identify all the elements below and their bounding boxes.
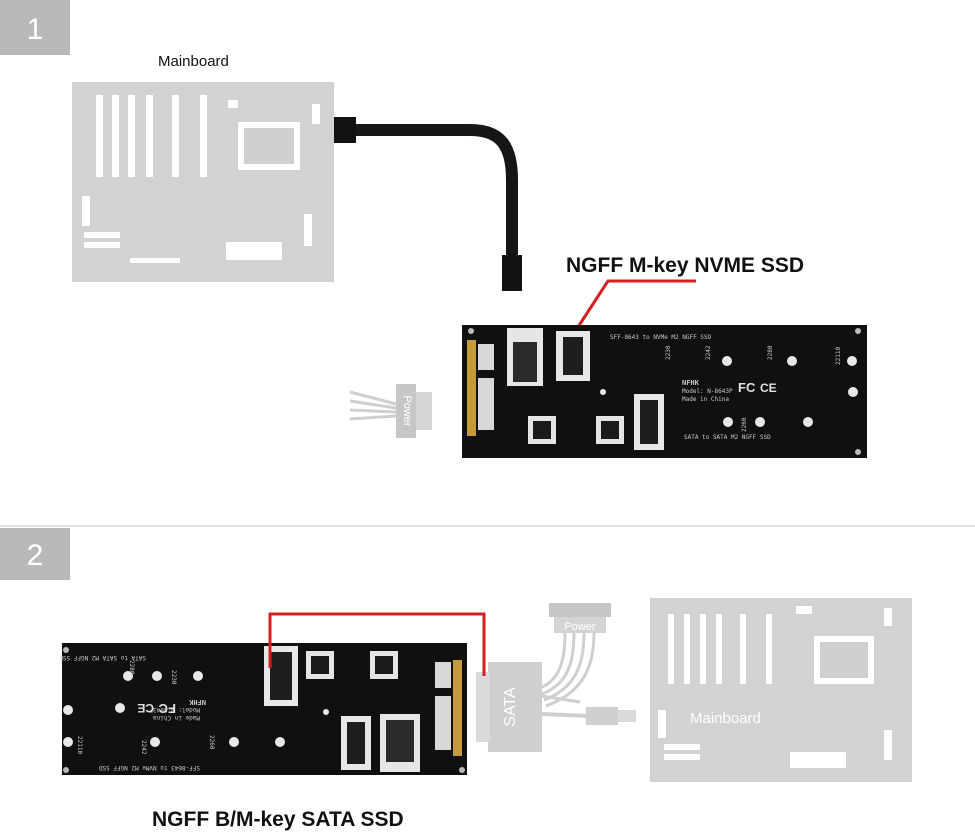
step-2-adapter-board: SATA to SATA M2 NGFF SSD SFF-8643 to NVM… xyxy=(59,643,467,775)
step-1-adapter-board: SFF-8643 to NVMe M2 NGFF SSD SATA to SAT… xyxy=(462,325,867,458)
step-2-number: 2 xyxy=(27,539,44,572)
step-1-sff-cable xyxy=(334,117,522,291)
step-1-board-made-in: Made in China xyxy=(682,396,729,403)
step-1-board-brand: NFHK xyxy=(682,379,700,387)
step-1-number: 1 xyxy=(27,13,44,46)
step-2-mainboard-label: Mainboard xyxy=(690,710,761,727)
step-1-size-22110: 22110 xyxy=(835,347,842,365)
step-2-board-model: Model: N-8643P xyxy=(149,706,200,713)
step-2-sata-connector: SATA xyxy=(476,662,636,752)
step-1-size-2242: 2242 xyxy=(705,345,712,360)
step-2-board-nvme-line: SFF-8643 to NVMe M2 NGFF SSD xyxy=(98,764,200,771)
step-2-badge: 2 xyxy=(0,528,70,580)
step-1-ce-mark: CE xyxy=(760,381,777,395)
step-2-size-2260: 2260 xyxy=(208,735,215,750)
step-2-size-2280: 2280 xyxy=(128,660,135,675)
step-2-sata-label: SATA xyxy=(502,687,519,727)
step-2-fcc-mark: FC xyxy=(158,701,176,716)
step-2-ssd-label: NGFF B/M-key SATA SSD xyxy=(152,808,404,831)
step-2-power-label: Power xyxy=(564,621,596,633)
step-1-ssd-label: NGFF M-key NVME SSD xyxy=(566,254,804,277)
step-1-board-nvme-line: SFF-8643 to NVMe M2 NGFF SSD xyxy=(610,334,712,341)
step-1-board-sata-line: SATA to SATA M2 NGFF SSD xyxy=(684,434,771,441)
step-1-power-connector: Power xyxy=(349,384,432,438)
step-2-size-22110: 22110 xyxy=(76,736,83,754)
step-2-board-sata-line: SATA to SATA M2 NGFF SSD xyxy=(59,654,146,661)
step-2-power-connector: Power xyxy=(539,603,611,708)
step-2-red-leader xyxy=(268,612,486,676)
step-1-size-2260: 2260 xyxy=(741,417,748,432)
step-1-mainboard xyxy=(72,82,334,282)
step-2-board-brand: NFHK xyxy=(188,698,206,706)
step-1-size-2230: 2230 xyxy=(665,345,672,360)
step-1-badge: 1 xyxy=(0,0,70,55)
step-2-board-made-in: Made in China xyxy=(153,714,200,721)
step-2-ce-mark: CE xyxy=(137,701,154,715)
step-2-size-2242: 2242 xyxy=(140,740,147,755)
step-2-mainboard: Mainboard xyxy=(650,598,912,782)
step-1-power-label: Power xyxy=(401,395,413,427)
step-1-red-leader xyxy=(576,279,696,328)
step-1-size-2280: 2280 xyxy=(767,345,774,360)
step-1-fcc-mark: FC xyxy=(738,380,756,395)
step-2-size-2230: 2230 xyxy=(170,670,177,685)
step-1-mainboard-label: Mainboard xyxy=(158,53,229,70)
step-1-board-model: Model: N-8643P xyxy=(682,388,733,395)
